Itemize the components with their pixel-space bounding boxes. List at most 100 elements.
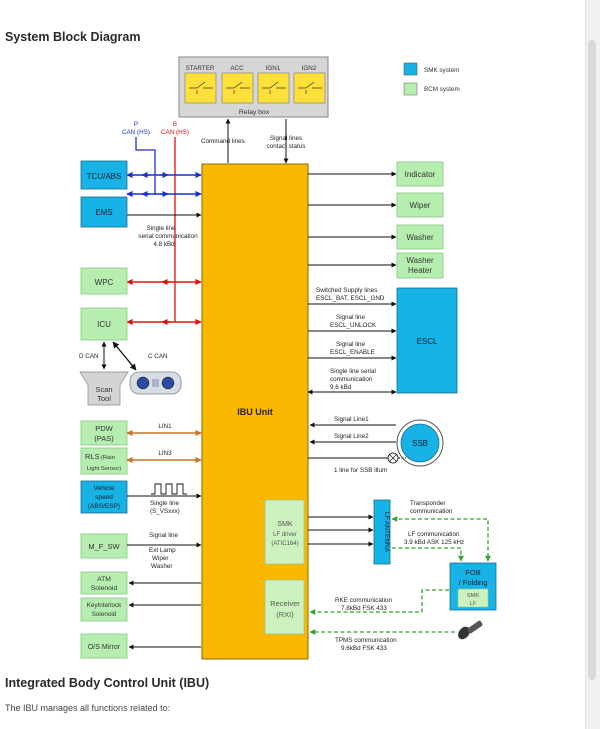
rls-label-2: Light Sensor)	[87, 466, 122, 472]
rls-block: RLS (Rain Light Sensor)	[80, 447, 128, 475]
escl-serial-label-3: 9.6 kBd	[330, 384, 352, 391]
transponder-label-1: Transponder	[410, 500, 445, 507]
relay-switch-starter: STARTER	[184, 65, 217, 104]
lf-driver-label: LF driver	[273, 532, 297, 538]
fob-lf-label: LF	[470, 601, 477, 607]
fob-label-1: FOB	[465, 568, 480, 577]
mfsw-signal-label: Signal line	[149, 532, 179, 539]
lf-antenna-block: LF ANTENNA	[373, 499, 391, 565]
indicator-block: Indicator	[396, 161, 444, 187]
vehicle-speed-link: Single line (S_VSxxx)	[127, 483, 202, 515]
section-heading: Integrated Body Control Unit (IBU)	[5, 676, 210, 690]
escl-bat-gnd-label: ESCL_BAT, ESCL_GND	[316, 295, 385, 302]
ssb-label: SSB	[412, 439, 428, 448]
fob-folding-block: FOB / Folding SMK LF	[449, 562, 497, 611]
atm-label-1: ATM	[97, 576, 111, 583]
diagnostic-links: D CAN C CAN	[79, 341, 168, 371]
os-mirror-block: O/S Mirror	[80, 633, 201, 659]
can-bus: P CAN (HS) B CAN (HS) Single line serial…	[122, 121, 202, 326]
ssb-signal-line2-label: Signal Line2	[334, 433, 369, 440]
tpms-label-1: TPMS communication	[335, 637, 397, 644]
d-can-label: D CAN	[79, 353, 99, 360]
b-can-hs-label: CAN (HS)	[161, 129, 189, 136]
switched-supply-label: Switched Supply lines	[316, 287, 377, 294]
ssb-links: Signal Line1 Signal Line2 1 line for SSB…	[308, 416, 406, 474]
tpms-label-2: 9.6kBd FSK 433	[341, 645, 387, 652]
fob-label-2: / Folding	[459, 578, 488, 587]
relay-box-label: Relay box	[239, 109, 270, 116]
icu-block: ICU	[80, 307, 128, 341]
legend-bcm-label: BCM system	[424, 86, 460, 93]
atm-label-2: Solenoid	[91, 585, 118, 592]
vehicle-speed-label-1: Vehicle	[94, 485, 115, 492]
page-scrollbar-thumb[interactable]	[588, 40, 596, 680]
rke-label-1: RKE communication	[335, 597, 393, 604]
contact-status-label: contact status	[267, 143, 306, 150]
rke-link: RKE communication 7.8kBd FSK 433	[309, 589, 449, 615]
receiver-label: Receiver	[270, 599, 300, 608]
tcu-abs-block: TCU/ABS	[80, 160, 128, 190]
washer-heater-block: Washer Heater	[396, 252, 444, 279]
scan-tool-label-1: Scan	[95, 385, 112, 394]
command-lines-label: Command lines	[201, 138, 245, 145]
vehicle-speed-block: Vehicle speed (ABS/ESP)	[80, 480, 128, 514]
signal-lines-label: Signal lines	[270, 135, 302, 142]
smk-label: SMK	[277, 521, 293, 528]
key-interlock-label-1: KeyInterlock	[87, 602, 122, 609]
pdw-label-2: (PAS)	[94, 434, 114, 443]
lf-communication-label-1: LF communication	[408, 531, 460, 538]
fob-smk-label: SMK	[467, 593, 480, 599]
relay-ign2-label: IGN2	[302, 65, 317, 72]
ems-single-line-label: Single line	[146, 225, 176, 232]
page-title: System Block Diagram	[5, 30, 141, 44]
vehicle-speed-line-label-2: (S_VSxxx)	[150, 508, 180, 515]
ems-baud-label: 4.8 kBd	[153, 241, 175, 248]
legend-bcm-swatch	[403, 82, 418, 96]
scan-tool-label-2: Tool	[97, 394, 111, 403]
ibu-unit: IBU Unit SMK LF driver (ATIC164) Receive…	[201, 163, 309, 660]
pdw-label-1: PDW	[95, 424, 113, 433]
relay-ign1-label: IGN1	[266, 65, 281, 72]
relay-acc-label: ACC	[230, 65, 244, 72]
rls-label-1: RLS	[85, 452, 100, 461]
receiver-rxi: Receiver (RXI)	[264, 579, 305, 635]
transponder-label-2: communication	[410, 508, 453, 515]
escl-links: Switched Supply lines ESCL_BAT, ESCL_GND…	[307, 287, 397, 395]
lf-links: Transponder communication LF communicati…	[308, 500, 491, 562]
relay-switch-ign2: IGN2	[293, 65, 326, 104]
lf-antenna-label: LF ANTENNA	[383, 512, 390, 553]
ssb-button: SSB	[396, 419, 444, 467]
lin3-label: LIN3	[158, 450, 172, 457]
mfsw-wiper-label: Wiper	[152, 555, 168, 562]
wiper-block: Wiper	[396, 192, 444, 218]
wpc-label: WPC	[95, 278, 114, 287]
mfsw-block: M_F_SW	[80, 533, 128, 559]
wiper-label: Wiper	[410, 201, 431, 210]
escl-enable-signal-label: Signal line	[336, 341, 366, 348]
icu-label: ICU	[97, 320, 111, 329]
b-can-label: B	[173, 121, 177, 128]
key-interlock-label-2: Solenoid	[92, 611, 117, 618]
vehicle-speed-label-2: speed	[95, 494, 113, 501]
indicator-label: Indicator	[405, 170, 436, 179]
escl-serial-label-2: communication	[330, 376, 373, 383]
relay-switch-acc: ACC	[221, 65, 254, 104]
relay-starter-label: STARTER	[186, 65, 215, 72]
tcu-abs-label: TCU/ABS	[87, 172, 122, 181]
lf-communication-label-2: 3.9 kBd ASK 125 kHz	[404, 539, 464, 546]
escl-block: ESCL	[396, 287, 458, 394]
c-can-label: C CAN	[148, 353, 168, 360]
smk-lf-driver: SMK LF driver (ATIC164)	[264, 499, 305, 565]
escl-unlock-label: ESCL_UNLOCK	[330, 322, 377, 329]
ems-label: EMS	[95, 208, 112, 217]
escl-enable-label: ESCL_ENABLE	[330, 349, 375, 356]
ems-serial-label: serial communication	[138, 233, 198, 240]
washer-heater-label-1: Washer	[406, 256, 434, 265]
pdw-block: PDW (PAS)	[80, 420, 128, 446]
scan-tool: Scan Tool	[79, 371, 129, 406]
key-interlock-block: KeyInterlock Solenoid	[80, 597, 201, 622]
section-text: The IBU manages all functions related to…	[5, 703, 171, 713]
instrument-cluster-icon	[129, 371, 182, 395]
tpms-link: TPMS communication 9.6kBd FSK 433	[309, 629, 455, 652]
rls-label-1b: (Rain	[101, 455, 115, 461]
